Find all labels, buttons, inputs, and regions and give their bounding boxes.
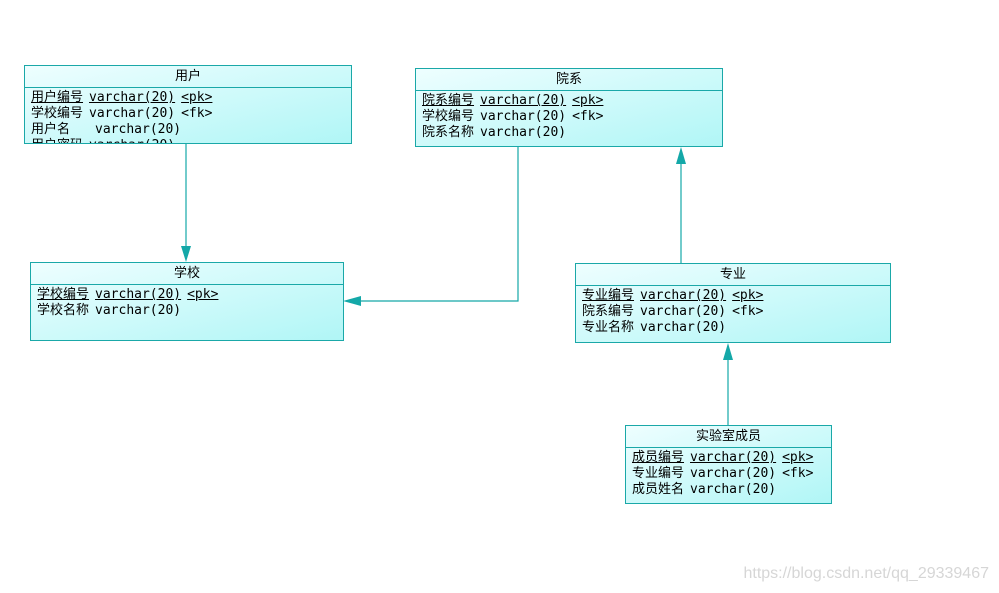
attribute-type: varchar(20) bbox=[690, 482, 777, 497]
attribute-type: varchar(20) bbox=[640, 304, 727, 319]
attribute-row: 用户密码 varchar(20) bbox=[31, 138, 351, 143]
attribute-name: 学校编号 bbox=[37, 287, 90, 302]
attribute-row: 学校编号 varchar(20) <pk> bbox=[37, 287, 343, 303]
attribute-row: 学校编号 varchar(20) <fk> bbox=[31, 106, 351, 122]
arrow-icon bbox=[676, 147, 686, 164]
entity-title: 用户 bbox=[25, 66, 351, 88]
attribute-key: <pk> bbox=[181, 90, 213, 105]
attribute-name: 成员编号 bbox=[632, 450, 685, 465]
attribute-type: varchar(20) bbox=[89, 106, 176, 121]
attribute-type: varchar(20) bbox=[640, 288, 727, 303]
spacer bbox=[76, 122, 89, 137]
entity-title: 学校 bbox=[31, 263, 343, 285]
attribute-row: 院系名称 varchar(20) bbox=[422, 125, 722, 141]
attribute-type: varchar(20) bbox=[95, 287, 182, 302]
attribute-name: 专业编号 bbox=[632, 466, 685, 481]
attribute-row: 院系编号 varchar(20) <pk> bbox=[422, 93, 722, 109]
attribute-type: varchar(20) bbox=[95, 122, 182, 137]
attribute-name: 学校编号 bbox=[31, 106, 84, 121]
attribute-type: varchar(20) bbox=[480, 125, 567, 140]
entity-school[interactable]: 学校学校编号 varchar(20) <pk> 学校名称 varchar(20) bbox=[30, 262, 344, 341]
attribute-row: 院系编号 varchar(20) <fk> bbox=[582, 304, 890, 320]
entity-title: 专业 bbox=[576, 264, 890, 286]
attribute-type: varchar(20) bbox=[480, 93, 567, 108]
attribute-type: varchar(20) bbox=[89, 90, 176, 105]
attribute-name: 用户名 bbox=[31, 122, 71, 137]
attribute-key: <pk> bbox=[187, 287, 219, 302]
attribute-key: <pk> bbox=[782, 450, 814, 465]
attribute-type: varchar(20) bbox=[89, 138, 175, 143]
attribute-type: varchar(20) bbox=[690, 450, 777, 465]
attribute-name: 专业编号 bbox=[582, 288, 635, 303]
attribute-name: 院系名称 bbox=[422, 125, 475, 140]
entity-member[interactable]: 实验室成员成员编号 varchar(20) <pk> 专业编号 varchar(20) <… bbox=[625, 425, 832, 504]
attribute-list: 学校编号 varchar(20) <pk> 学校名称 varchar(20) bbox=[31, 285, 343, 319]
attribute-key: <pk> bbox=[572, 93, 604, 108]
attribute-type: varchar(20) bbox=[480, 109, 567, 124]
attribute-name: 用户密码 bbox=[31, 138, 83, 143]
attribute-row: 用户编号 varchar(20) <pk> bbox=[31, 90, 351, 106]
attribute-key: <fk> bbox=[732, 304, 764, 319]
arrow-icon bbox=[343, 296, 361, 306]
attribute-name: 院系编号 bbox=[422, 93, 475, 108]
attribute-key: <fk> bbox=[572, 109, 604, 124]
attribute-type: varchar(20) bbox=[95, 303, 182, 318]
attribute-row: 成员编号 varchar(20) <pk> bbox=[632, 450, 831, 466]
attribute-row: 成员姓名 varchar(20) bbox=[632, 482, 831, 498]
attribute-row: 学校名称 varchar(20) bbox=[37, 303, 343, 319]
attribute-name: 学校名称 bbox=[37, 303, 90, 318]
attribute-key: <fk> bbox=[782, 466, 814, 481]
attribute-type: varchar(20) bbox=[640, 320, 727, 335]
entity-title: 实验室成员 bbox=[626, 426, 831, 448]
watermark: https://blog.csdn.net/qq_29339467 bbox=[743, 565, 989, 582]
attribute-row: 学校编号 varchar(20) <fk> bbox=[422, 109, 722, 125]
attribute-name: 学校编号 bbox=[422, 109, 475, 124]
attribute-name: 成员姓名 bbox=[632, 482, 685, 497]
entity-major[interactable]: 专业专业编号 varchar(20) <pk> 院系编号 varchar(20) <fk>… bbox=[575, 263, 891, 343]
attribute-name: 专业名称 bbox=[582, 320, 635, 335]
relation-dept-school bbox=[350, 146, 519, 302]
entity-title: 院系 bbox=[416, 69, 722, 91]
entity-dept[interactable]: 院系院系编号 varchar(20) <pk> 学校编号 varchar(20) <fk>… bbox=[415, 68, 723, 147]
attribute-type: varchar(20) bbox=[690, 466, 777, 481]
attribute-name: 院系编号 bbox=[582, 304, 635, 319]
attribute-row: 专业名称 varchar(20) bbox=[582, 320, 890, 336]
attribute-row: 专业编号 varchar(20) <pk> bbox=[582, 288, 890, 304]
attribute-row: 专业编号 varchar(20) <fk> bbox=[632, 466, 831, 482]
attribute-row: 用户名 varchar(20) bbox=[31, 122, 351, 138]
attribute-key: <fk> bbox=[181, 106, 213, 121]
attribute-name: 用户编号 bbox=[31, 90, 84, 105]
arrow-icon bbox=[723, 343, 733, 360]
arrow-icon bbox=[181, 246, 191, 262]
attribute-key: <pk> bbox=[732, 288, 764, 303]
